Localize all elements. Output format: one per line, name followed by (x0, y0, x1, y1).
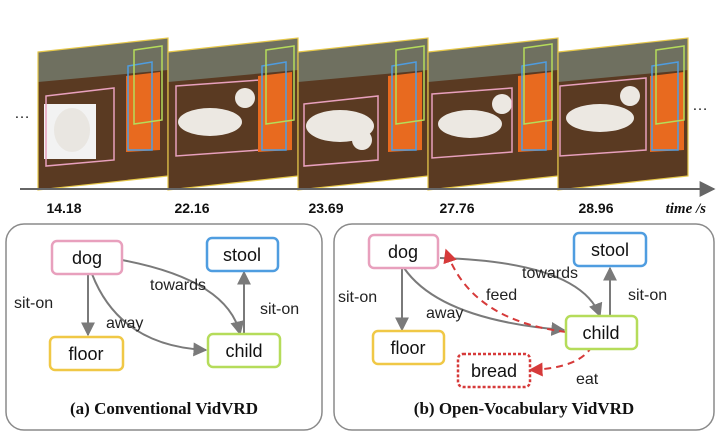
edge-label-away: away (426, 305, 463, 322)
edge-label-sit-on-right: sit-on (628, 287, 667, 304)
node-dog-label: dog (388, 242, 418, 262)
video-frame (427, 37, 559, 191)
video-frame (37, 37, 169, 191)
edge-label-sit-on-left: sit-on (14, 295, 53, 312)
node-floor (371, 329, 446, 366)
edge-label-eat: eat (576, 371, 599, 388)
video-frames (37, 37, 689, 191)
node-stool (205, 236, 280, 273)
node-child (206, 332, 282, 369)
node-floor-label: floor (390, 338, 425, 358)
timestamp: 28.96 (578, 200, 613, 216)
edge-feed (443, 248, 567, 333)
ellipsis-right: … (692, 97, 708, 114)
time-axis-label: time /s (666, 201, 707, 217)
node-stool-label: stool (223, 245, 261, 265)
timestamp: 14.18 (46, 200, 81, 216)
node-bread-label: bread (471, 361, 517, 381)
panel-b-caption: (b) Open-Vocabulary VidVRD (414, 399, 634, 418)
panel-b-frame (333, 223, 715, 431)
edge-label-towards: towards (150, 277, 206, 294)
panel-a-caption: (a) Conventional VidVRD (70, 399, 258, 418)
node-dog (367, 233, 440, 270)
edge-away (91, 273, 208, 357)
panel-b: dog stool floor child bread sit-on towar… (333, 223, 715, 431)
panel-a: dog stool floor child sit-on towards awa… (5, 223, 323, 431)
edge-towards (121, 259, 245, 336)
video-frame (557, 37, 689, 191)
panel-a-frame (5, 223, 323, 431)
node-dog (50, 239, 124, 276)
edge-label-away: away (106, 315, 143, 332)
edge-label-towards: towards (522, 265, 578, 282)
node-stool-label: stool (591, 240, 629, 260)
node-child-label: child (225, 341, 262, 361)
node-stool (572, 231, 648, 268)
timestamp: 23.69 (308, 200, 343, 216)
edge-label-sit-on-right: sit-on (260, 301, 299, 318)
ellipsis-left: … (14, 105, 30, 122)
node-child-label: child (582, 323, 619, 343)
video-frame (297, 37, 429, 191)
node-floor-label: floor (68, 344, 103, 364)
edge-towards (439, 257, 603, 318)
edge-label-sit-on-left: sit-on (338, 289, 377, 306)
timestamp: 22.16 (174, 200, 209, 216)
timestamp: 27.76 (439, 200, 474, 216)
node-child (564, 314, 639, 351)
video-frame (167, 37, 299, 191)
node-floor (48, 335, 125, 372)
node-dog-label: dog (72, 248, 102, 268)
node-bread (456, 352, 532, 389)
edge-label-feed: feed (486, 287, 517, 304)
